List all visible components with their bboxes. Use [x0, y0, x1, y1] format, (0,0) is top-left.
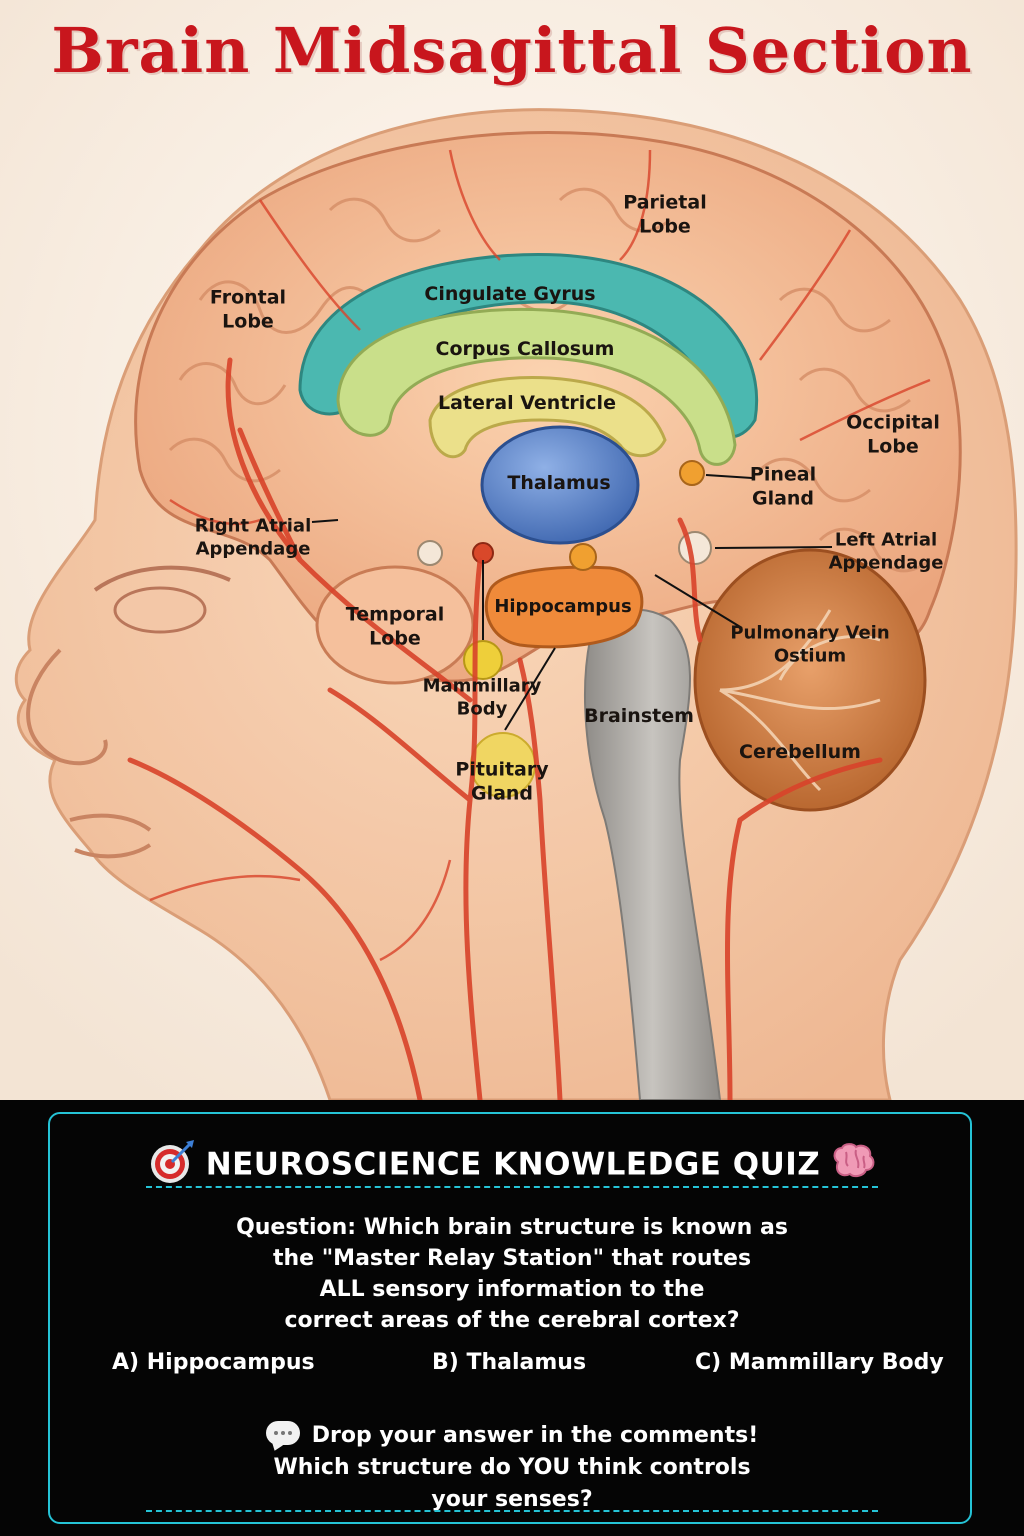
blood-vessels — [127, 357, 883, 1103]
lips — [69, 813, 152, 859]
label-cerebellum: Cerebellum — [739, 741, 861, 764]
corpus-callosum-shape — [336, 307, 737, 466]
brain-icon — [830, 1142, 876, 1190]
leader-lines — [311, 474, 833, 731]
label-corpus-callosum: Corpus Callosum — [435, 338, 615, 361]
call-to-action: Drop your answer in the comments! Which … — [200, 1420, 824, 1516]
divider-top — [146, 1186, 878, 1188]
cerebellum-shape — [693, 548, 927, 812]
pineal-gland-shape — [679, 460, 705, 486]
nose — [26, 648, 108, 766]
label-brainstem: Brainstem — [584, 705, 694, 728]
quiz-panel: NEUROSCIENCE KNOWLEDGE QUIZ Question: Wh… — [48, 1112, 972, 1524]
anatomy-drawing — [0, 0, 1024, 1103]
label-hippocampus: Hippocampus — [494, 595, 632, 617]
quiz-heading-row: NEUROSCIENCE KNOWLEDGE QUIZ — [50, 1138, 974, 1194]
quiz-question: Question: Which brain structure is known… — [236, 1215, 788, 1333]
lateral-ventricle-shape — [428, 376, 667, 459]
brainstem-shape — [584, 608, 722, 1101]
thalamus-shape — [480, 425, 640, 545]
hippocampus-shape — [484, 565, 644, 649]
option-c[interactable]: C) Mammillary Body — [695, 1350, 944, 1375]
eye — [113, 586, 207, 634]
label-cingulate-gyrus: Cingulate Gyrus — [424, 283, 596, 306]
speech-bubble-icon — [265, 1421, 300, 1445]
option-b[interactable]: B) Thalamus — [432, 1350, 587, 1375]
page-title: Brain Midsagittal Section — [51, 14, 973, 87]
target-icon — [148, 1138, 196, 1194]
eyebrow — [93, 565, 231, 592]
divider-bottom — [146, 1510, 878, 1512]
label-thalamus: Thalamus — [507, 472, 611, 495]
option-a[interactable]: A) Hippocampus — [112, 1350, 315, 1375]
label-lateral-ventricle: Lateral Ventricle — [438, 392, 616, 415]
quiz-heading: NEUROSCIENCE KNOWLEDGE QUIZ — [205, 1146, 821, 1183]
temporal-lobe-shape — [315, 565, 475, 685]
quiz-section: NEUROSCIENCE KNOWLEDGE QUIZ Question: Wh… — [0, 1100, 1024, 1536]
mammillary-body-shape — [463, 640, 503, 680]
